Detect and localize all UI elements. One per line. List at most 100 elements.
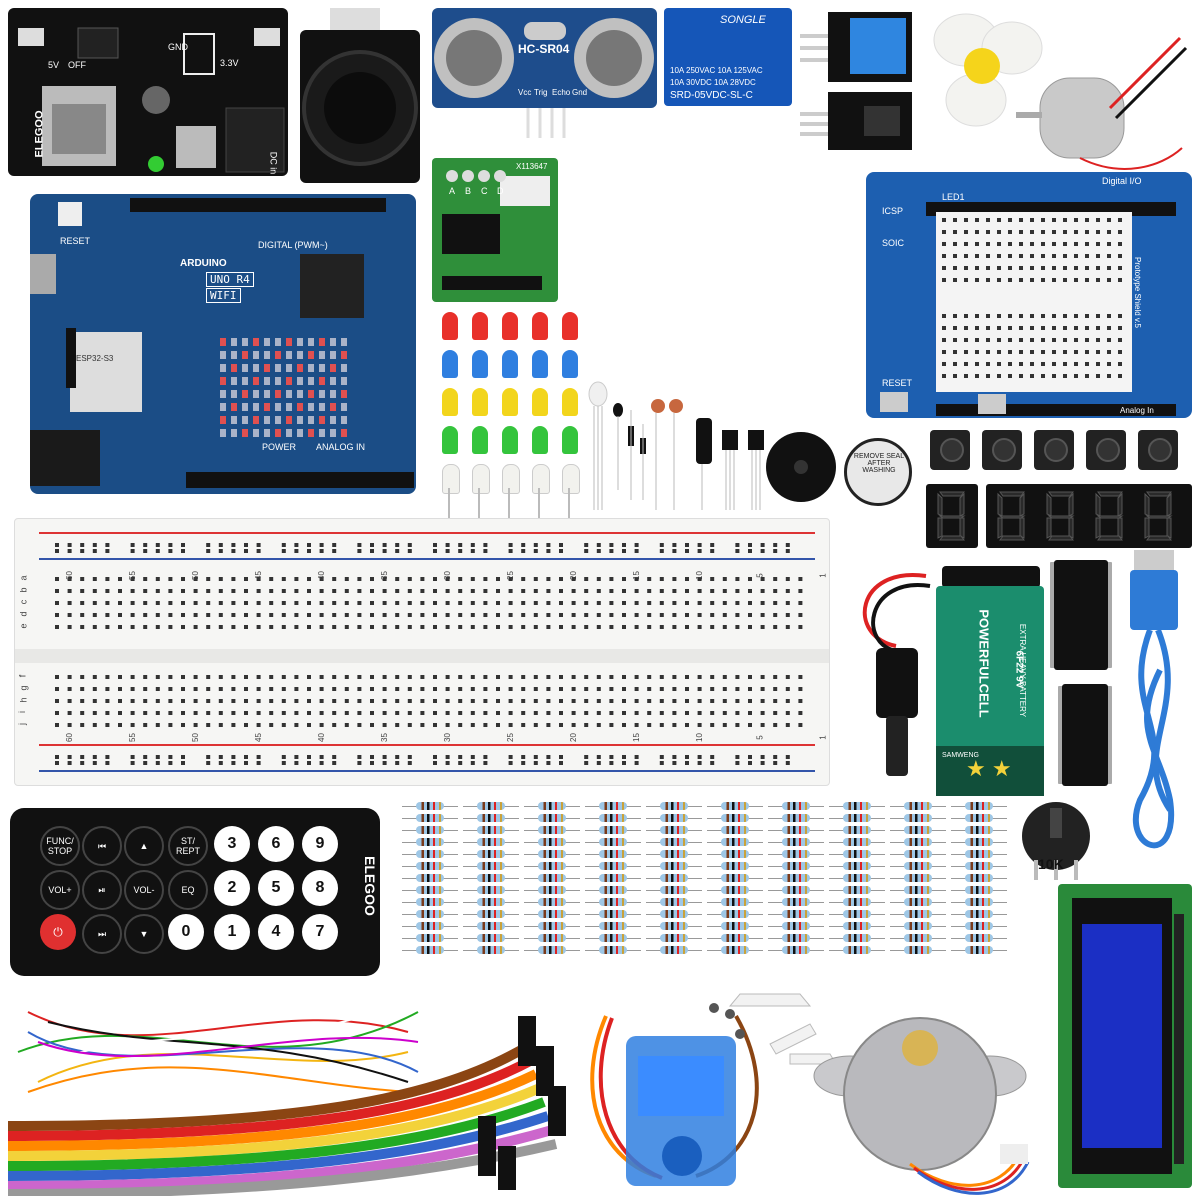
remote-key[interactable]: 3 (214, 826, 250, 862)
led-red (532, 312, 548, 340)
resistor (416, 934, 444, 942)
resistor (477, 814, 505, 822)
resistor (416, 814, 444, 822)
power-module-label-33v: 3.3V (220, 58, 239, 68)
remote-key[interactable]: FUNC/ STOP (40, 826, 80, 866)
remote-key[interactable]: 6 (258, 826, 294, 862)
arduino-uno-r4-board: ARDUINO UNO R4 WIFI DIGITAL (PWM~) POWER… (10, 194, 416, 494)
remote-key[interactable]: EQ (168, 870, 208, 910)
led-leg (568, 488, 570, 522)
resistor (965, 946, 993, 954)
resistor (416, 838, 444, 846)
remote-key[interactable]: VOL- (124, 870, 164, 910)
breadboard-column-number: 20 (568, 571, 578, 580)
stepper-driver-label-a: A (449, 186, 456, 196)
resistor (904, 922, 932, 930)
resistor (599, 862, 627, 870)
ribbon-cable (7, 1016, 578, 1199)
resistor (599, 922, 627, 930)
resistor (843, 874, 871, 882)
remote-key[interactable]: ST/ REPT (168, 826, 208, 866)
resistor (660, 922, 688, 930)
resistor (660, 850, 688, 858)
shield-digital-label: Digital I/O (1102, 176, 1142, 186)
ultrasonic-pin-echo: Echo (552, 88, 571, 97)
resistor (538, 922, 566, 930)
breadboard-row-letter: h (18, 697, 29, 703)
resistor (904, 838, 932, 846)
resistor (843, 886, 871, 894)
resistor (416, 886, 444, 894)
resistor (416, 898, 444, 906)
breadboard-column-number: 45 (253, 733, 263, 742)
remote-key[interactable]: ⏻ (40, 914, 76, 950)
resistor (538, 946, 566, 954)
ultrasonic-sensor: HC-SR04 Vcc Trig Echo Gnd (432, 8, 657, 138)
resistor (416, 910, 444, 918)
breadboard-row-letter: c (18, 599, 29, 605)
ultrasonic-pin-gnd: Gnd (572, 88, 588, 97)
resistor (477, 922, 505, 930)
remote-key[interactable]: ⏭ (82, 914, 122, 954)
resistor (660, 898, 688, 906)
breadboard-holes (15, 532, 829, 772)
resistor (416, 874, 444, 882)
arduino-wifi-chip: ESP32-S3 (76, 354, 114, 363)
power-module-label-off: OFF (68, 60, 86, 70)
resistor (660, 934, 688, 942)
battery-clip (836, 556, 946, 786)
remote-key[interactable]: 5 (258, 870, 294, 906)
buzzer-sticker-text: REMOVE SEAL AFTER WASHING (853, 453, 905, 474)
resistor (599, 802, 627, 810)
remote-key[interactable]: 2 (214, 870, 250, 906)
shield-soic-label: SOIC (882, 238, 905, 248)
shield-title: Prototype Shield v.5 (1133, 256, 1143, 329)
stepper-driver-board: A B C D X113647 (432, 158, 558, 302)
remote-key[interactable]: 4 (258, 914, 294, 950)
led-yellow (442, 388, 458, 416)
breadboard-column-number: 25 (505, 571, 515, 580)
resistor (965, 814, 993, 822)
breadboard-column-number: 55 (127, 733, 137, 742)
led-leg (478, 488, 480, 522)
breadboard-column-number: 30 (442, 571, 452, 580)
resistor (843, 838, 871, 846)
relay-module: SONGLE 10A 250VAC 10A 125VAC 10A 30VDC 1… (664, 8, 792, 106)
resistor (843, 946, 871, 954)
svg-text:★ ★: ★ ★ (966, 756, 1012, 781)
arduino-model-line2: WIFI (206, 288, 241, 303)
resistor (782, 910, 810, 918)
battery-brand: POWERFULCELL (976, 609, 992, 718)
remote-key[interactable]: ▼ (124, 914, 164, 954)
resistor (721, 862, 749, 870)
resistor (538, 814, 566, 822)
remote-key[interactable]: 7 (302, 914, 338, 950)
led-blue (562, 350, 578, 378)
resistor (721, 838, 749, 846)
resistor (599, 814, 627, 822)
led-matrix (220, 338, 347, 437)
resistor (721, 802, 749, 810)
arduino-brand: ARDUINO (180, 258, 227, 269)
remote-key[interactable]: 0 (168, 914, 204, 950)
remote-key[interactable]: ⏯ (82, 870, 122, 910)
remote-key[interactable]: ⏮ (82, 826, 122, 866)
remote-key[interactable]: 8 (302, 870, 338, 906)
led-blue (442, 350, 458, 378)
resistor (660, 802, 688, 810)
remote-key[interactable]: VOL+ (40, 870, 80, 910)
resistor (660, 910, 688, 918)
remote-key[interactable]: 9 (302, 826, 338, 862)
remote-key[interactable]: ▲ (124, 826, 164, 866)
resistor (904, 934, 932, 942)
breadboard-column-number: 10 (694, 733, 704, 742)
remote-key[interactable]: 1 (214, 914, 250, 950)
power-module-label-gnd: GND (168, 42, 188, 52)
resistor (965, 898, 993, 906)
resistor (538, 934, 566, 942)
dht11-sensor (800, 8, 912, 86)
breadboard-column-number: 5 (755, 735, 765, 740)
resistor (599, 910, 627, 918)
resistor (538, 826, 566, 834)
resistor (538, 802, 566, 810)
